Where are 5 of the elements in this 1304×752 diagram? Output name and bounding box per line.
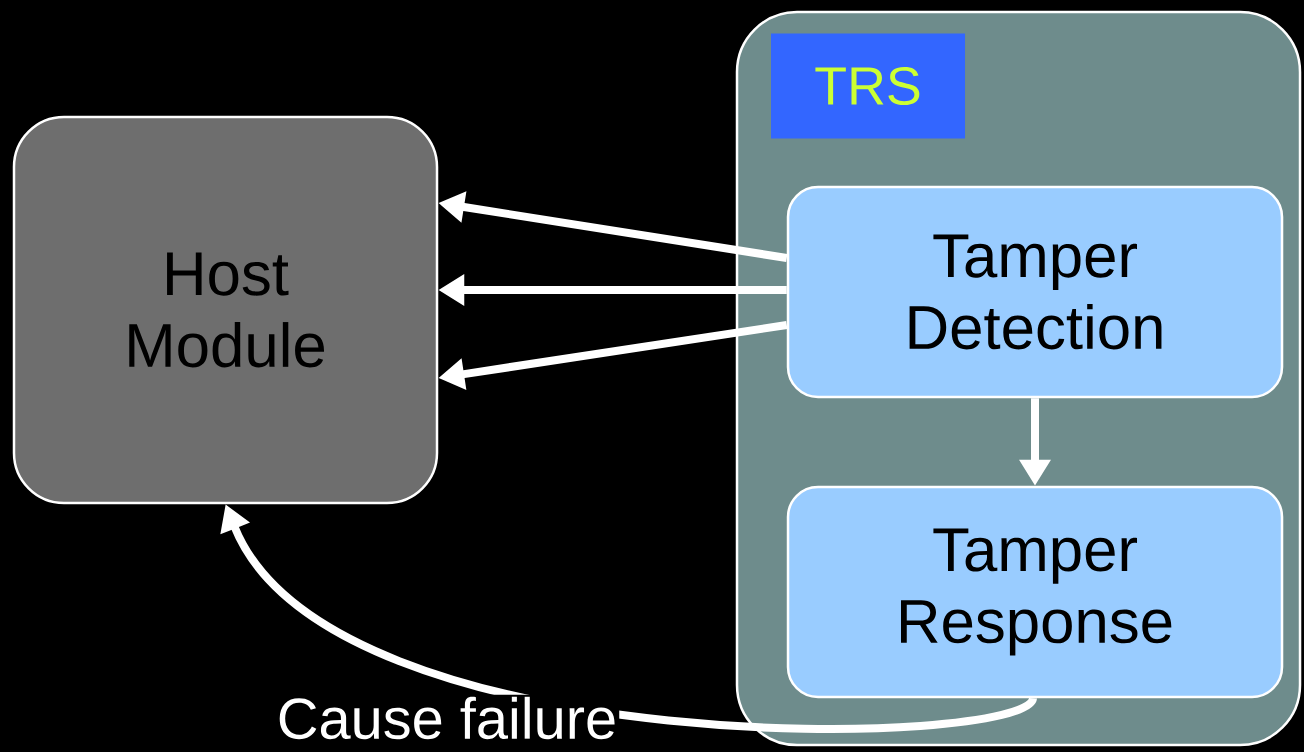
heading-label: TRS [771,33,965,139]
edge-label: Cause failure [274,694,620,742]
process-box: Tamper Response [786,485,1284,699]
process-box: Tamper Detection [786,185,1284,399]
module-box: Host Module [12,115,439,505]
